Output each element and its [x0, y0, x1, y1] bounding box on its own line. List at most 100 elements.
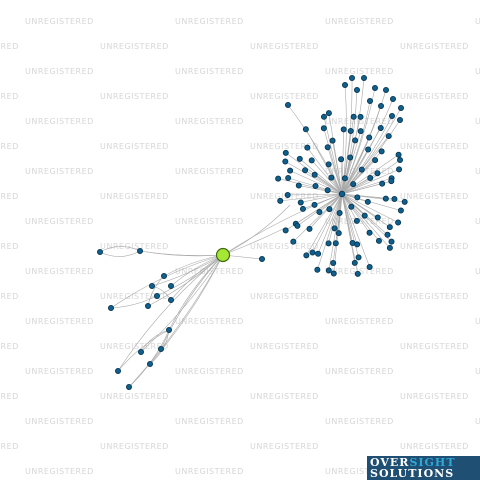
network-node[interactable]	[357, 113, 364, 120]
network-node[interactable]	[157, 345, 164, 352]
network-node[interactable]	[347, 154, 354, 161]
network-node[interactable]	[258, 255, 265, 262]
network-node[interactable]	[401, 198, 408, 205]
network-node[interactable]	[396, 166, 403, 173]
network-node[interactable]	[311, 171, 318, 178]
network-node[interactable]	[302, 167, 309, 174]
network-node[interactable]	[361, 212, 368, 219]
hub-node[interactable]	[338, 190, 346, 198]
network-node[interactable]	[384, 231, 391, 238]
network-node[interactable]	[282, 158, 289, 165]
network-node[interactable]	[385, 133, 392, 140]
network-node[interactable]	[330, 270, 337, 277]
network-node[interactable]	[302, 126, 309, 133]
network-node[interactable]	[367, 175, 374, 182]
network-node[interactable]	[285, 174, 292, 181]
network-node[interactable]	[347, 127, 354, 134]
network-node[interactable]	[386, 244, 393, 251]
network-node[interactable]	[296, 155, 303, 162]
network-node[interactable]	[97, 248, 104, 255]
network-node[interactable]	[374, 170, 381, 177]
network-node[interactable]	[348, 203, 355, 210]
network-node[interactable]	[309, 249, 316, 256]
network-node[interactable]	[360, 75, 367, 82]
network-node[interactable]	[350, 113, 357, 120]
network-node[interactable]	[295, 182, 302, 189]
network-node[interactable]	[377, 103, 384, 110]
network-node[interactable]	[328, 174, 335, 181]
network-node[interactable]	[160, 272, 167, 279]
network-node[interactable]	[325, 240, 332, 247]
network-node[interactable]	[397, 105, 404, 112]
network-node[interactable]	[311, 201, 318, 208]
network-node[interactable]	[324, 144, 331, 151]
network-node[interactable]	[348, 75, 355, 82]
network-node[interactable]	[137, 348, 144, 355]
network-node[interactable]	[284, 102, 291, 109]
network-node[interactable]	[314, 266, 321, 273]
network-node[interactable]	[365, 146, 372, 153]
network-node[interactable]	[382, 87, 389, 94]
network-node[interactable]	[354, 194, 361, 201]
network-node[interactable]	[377, 124, 384, 131]
network-node[interactable]	[326, 206, 333, 213]
network-node[interactable]	[329, 137, 336, 144]
network-node[interactable]	[315, 250, 322, 257]
network-node[interactable]	[396, 117, 403, 124]
network-node[interactable]	[336, 210, 343, 217]
network-node[interactable]	[391, 195, 398, 202]
network-node[interactable]	[146, 360, 153, 367]
network-node[interactable]	[372, 157, 379, 164]
network-node[interactable]	[282, 227, 289, 234]
network-node[interactable]	[115, 367, 122, 374]
network-node[interactable]	[374, 214, 381, 221]
network-node[interactable]	[350, 181, 357, 188]
network-node[interactable]	[357, 128, 364, 135]
network-node[interactable]	[388, 238, 395, 245]
network-node[interactable]	[354, 270, 361, 277]
network-node[interactable]	[330, 259, 337, 266]
network-node[interactable]	[338, 156, 345, 163]
network-node[interactable]	[308, 157, 315, 164]
network-node[interactable]	[379, 180, 386, 187]
network-node[interactable]	[325, 161, 332, 168]
network-node[interactable]	[351, 259, 358, 266]
network-node[interactable]	[324, 187, 331, 194]
network-node[interactable]	[353, 87, 360, 94]
network-node[interactable]	[153, 292, 160, 299]
network-node[interactable]	[108, 304, 115, 311]
network-node[interactable]	[304, 144, 311, 151]
network-node[interactable]	[366, 263, 373, 270]
network-node[interactable]	[144, 302, 151, 309]
network-node[interactable]	[284, 191, 291, 198]
network-node[interactable]	[126, 383, 133, 390]
network-node[interactable]	[375, 237, 382, 244]
network-node[interactable]	[335, 230, 342, 237]
network-node[interactable]	[148, 282, 155, 289]
network-node[interactable]	[316, 209, 323, 216]
network-node[interactable]	[303, 252, 310, 259]
network-node[interactable]	[395, 219, 402, 226]
network-node[interactable]	[312, 182, 319, 189]
network-node[interactable]	[167, 296, 174, 303]
network-node[interactable]	[388, 178, 395, 185]
network-node[interactable]	[396, 156, 403, 163]
network-node[interactable]	[320, 113, 327, 120]
network-node[interactable]	[378, 148, 385, 155]
network-node[interactable]	[332, 240, 339, 247]
network-node[interactable]	[341, 82, 348, 89]
focus-node[interactable]	[215, 247, 231, 263]
network-node[interactable]	[355, 254, 362, 261]
network-node[interactable]	[349, 240, 356, 247]
network-node[interactable]	[382, 195, 389, 202]
network-node[interactable]	[397, 207, 404, 214]
network-node[interactable]	[371, 85, 378, 92]
network-node[interactable]	[306, 225, 313, 232]
network-node[interactable]	[353, 217, 360, 224]
network-node[interactable]	[277, 197, 284, 204]
network-node[interactable]	[366, 229, 373, 236]
network-node[interactable]	[366, 98, 373, 105]
network-node[interactable]	[325, 110, 332, 117]
network-node[interactable]	[165, 326, 172, 333]
network-node[interactable]	[290, 238, 297, 245]
